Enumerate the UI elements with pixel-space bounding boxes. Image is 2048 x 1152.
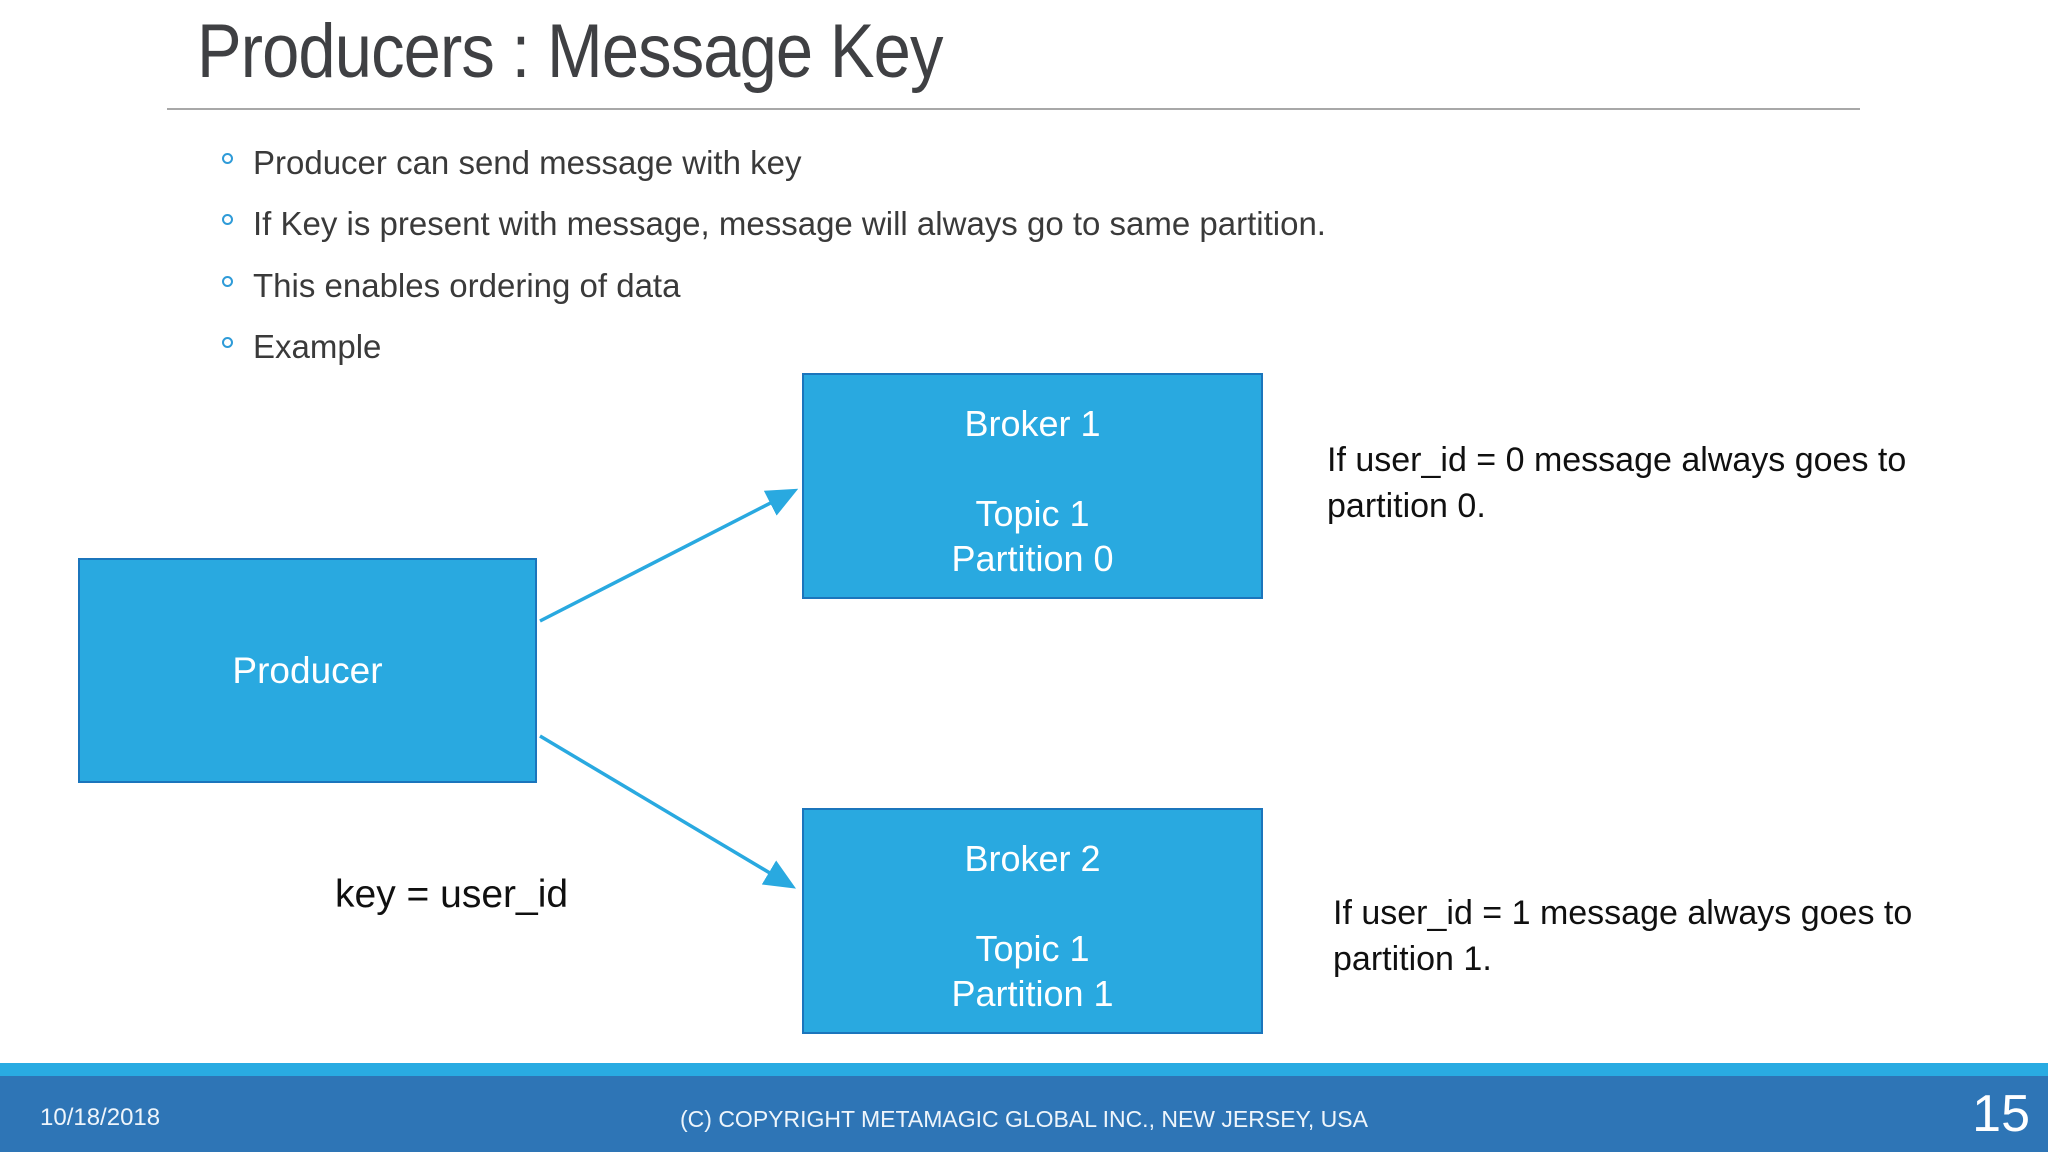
bullet-circle-icon <box>222 153 233 164</box>
bullet-circle-icon <box>222 275 233 287</box>
footer-accent-strip <box>0 1063 2048 1076</box>
bullet-item: If Key is present with message, message … <box>222 203 1326 244</box>
bullet-item: Example <box>222 326 1326 367</box>
footer-date: 10/18/2018 <box>40 1104 161 1131</box>
spacer <box>804 446 1261 491</box>
spacer <box>804 881 1261 926</box>
footer-bar <box>0 1076 2048 1152</box>
producer-box: Producer <box>78 558 537 783</box>
broker1-name: Broker 1 <box>964 403 1101 444</box>
broker1-topic: Topic 1 <box>975 493 1090 534</box>
bullet-list: Producer can send message with key If Ke… <box>222 142 1326 387</box>
page-number: 15 <box>1972 1085 2030 1143</box>
bullet-text: Producer can send message with key <box>253 144 802 181</box>
arrow-producer-to-broker1-icon <box>539 488 799 623</box>
arrow-producer-to-broker2-icon <box>539 734 797 889</box>
bullet-item: Producer can send message with key <box>222 142 1326 183</box>
bullet-circle-icon <box>222 336 233 348</box>
broker2-box: Broker 2 Topic 1 Partition 1 <box>802 808 1263 1034</box>
broker2-name: Broker 2 <box>964 838 1101 879</box>
broker2-note: If user_id = 1 message always goes to pa… <box>1333 894 1913 978</box>
title-divider <box>167 108 1860 110</box>
producer-label: Producer <box>232 649 383 691</box>
broker1-partition: Partition 0 <box>951 538 1114 579</box>
broker1-note: If user_id = 0 message always goes to pa… <box>1327 441 1907 525</box>
broker2-topic: Topic 1 <box>975 928 1090 969</box>
bullet-circle-icon <box>222 214 233 226</box>
bullet-text: If Key is present with message, message … <box>253 205 1326 243</box>
key-equals-userid-label: key = user_id <box>335 873 569 916</box>
broker1-box: Broker 1 Topic 1 Partition 0 <box>802 373 1263 599</box>
footer-copyright: (C) COPYRIGHT METAMAGIC GLOBAL INC., NEW… <box>680 1106 1368 1132</box>
bullet-text: This enables ordering of data <box>253 266 681 304</box>
bullet-item: This enables ordering of data <box>222 265 1326 306</box>
slide-title: Producers : Message Key <box>197 9 943 94</box>
bullet-text: Example <box>253 327 382 365</box>
broker2-partition: Partition 1 <box>951 973 1114 1014</box>
